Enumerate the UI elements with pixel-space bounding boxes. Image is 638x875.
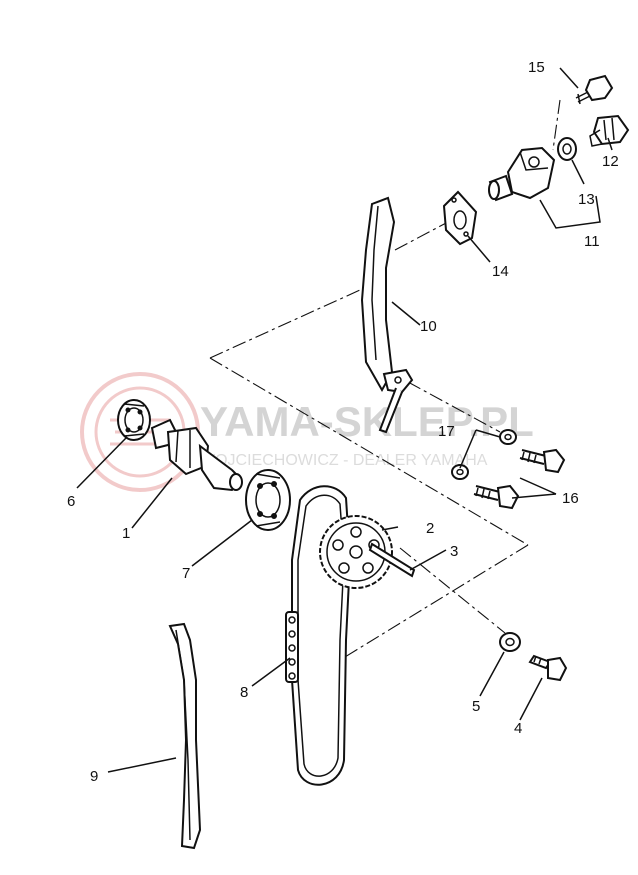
watermark-brand: YAMA-SKLEP.PL [200,398,534,445]
part-11-tensioner [488,146,556,202]
callout-4: 4 [514,720,522,737]
callout-8: 8 [240,684,248,701]
part-5-washer [499,632,521,652]
callout-9: 9 [90,768,98,785]
callout-13: 13 [578,191,595,208]
callout-15: 15 [528,59,545,76]
part-7-bearing [245,469,291,531]
part-12-plug [589,114,630,147]
callout-5: 5 [472,698,480,715]
part-9-guide [168,622,202,850]
part-10-guide [360,196,414,434]
callout-17: 17 [438,423,455,440]
callout-2: 2 [426,520,434,537]
leader-lines [76,67,613,773]
watermark-tagline: WOJCIECHOWICZ - DEALER YAMAHA [200,452,488,469]
part-16-bolts [473,448,566,510]
callout-11: 11 [584,233,600,250]
part-14-gasket [442,190,478,246]
part-3-pin [368,542,416,578]
part-1-camshaft [150,418,243,492]
callout-1: 1 [122,525,130,542]
callout-3: 3 [450,543,458,560]
callout-12: 12 [602,153,619,170]
part-6-bearing [117,399,151,441]
assembly-lines [209,99,561,661]
part-15-bolt [575,74,614,105]
callout-7: 7 [182,565,190,582]
callout-14: 14 [492,263,509,280]
part-13-washer [557,137,577,161]
callout-16: 16 [562,490,579,507]
callout-6: 6 [67,493,75,510]
part-4-bolt [528,654,568,682]
callout-10: 10 [420,318,437,335]
